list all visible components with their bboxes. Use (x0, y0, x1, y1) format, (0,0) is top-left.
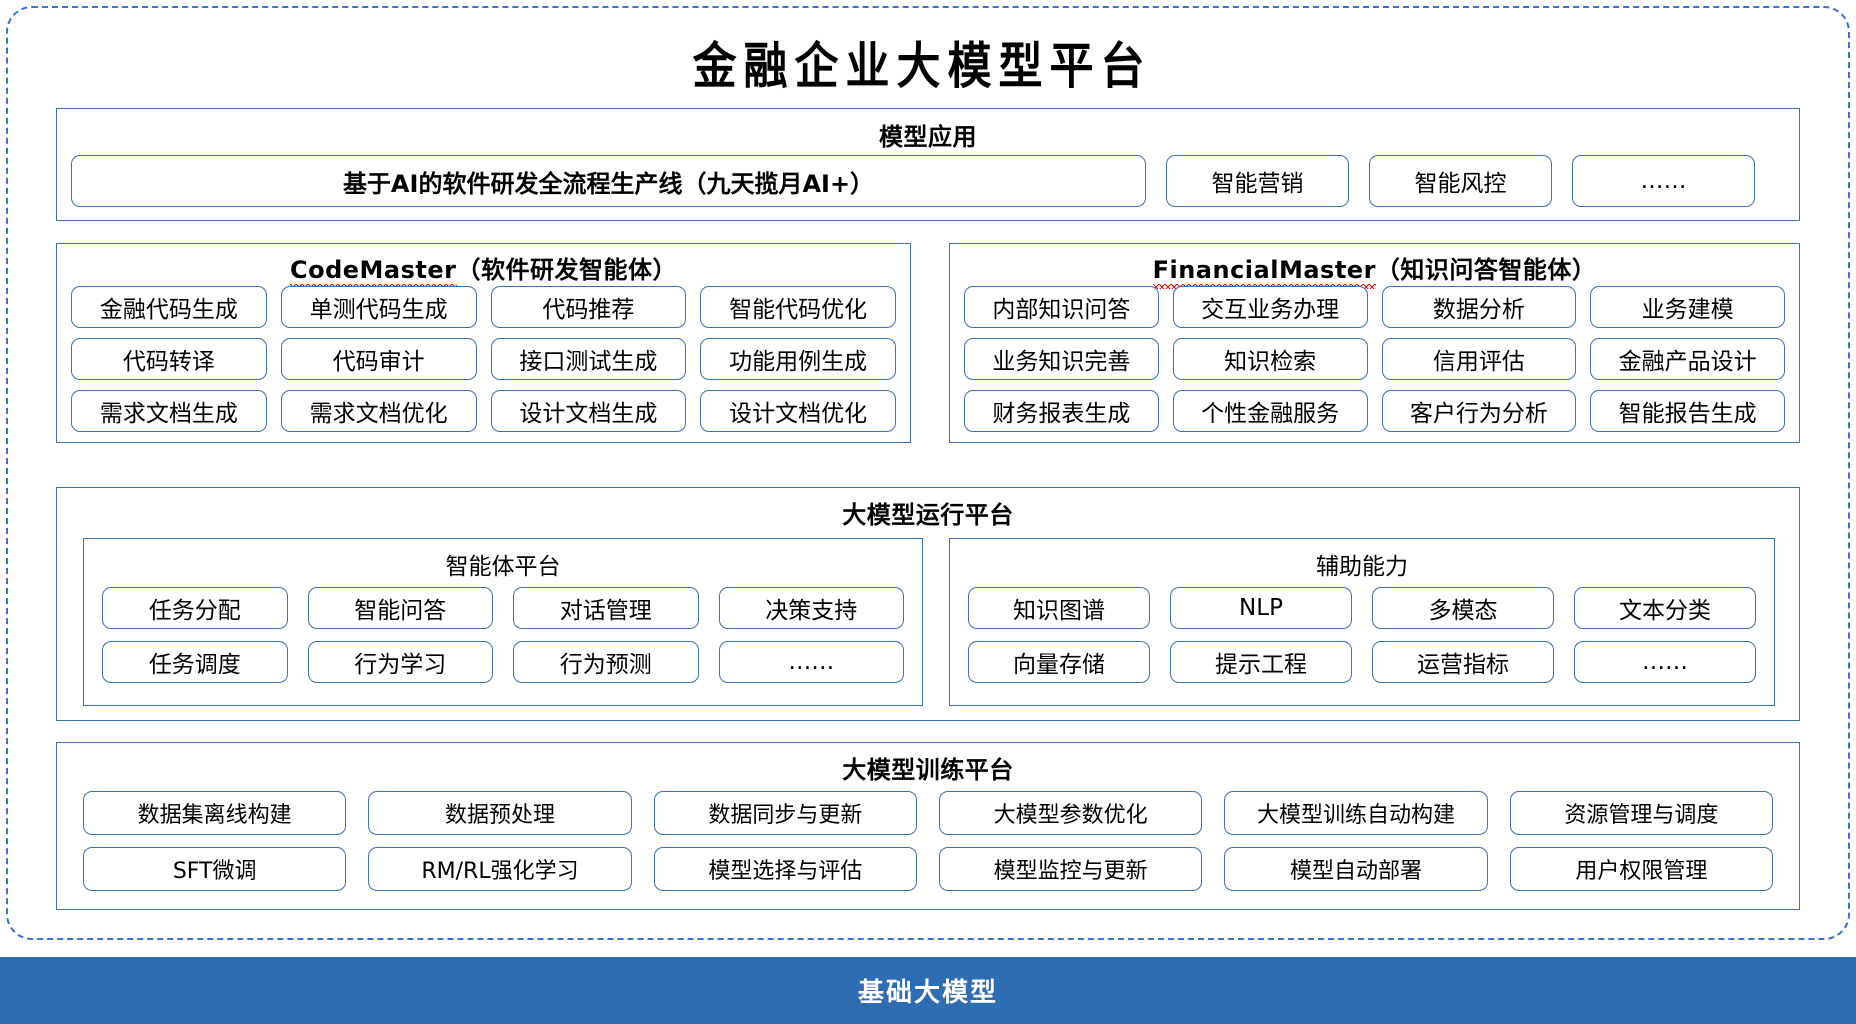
chip-financialmaster-2[interactable]: 数据分析 (1381, 286, 1577, 328)
subsection-auxiliary-capability: 辅助能力 知识图谱 NLP 多模态 文本分类 向量存储 提示工程 运营指标 …… (949, 538, 1775, 706)
chip-training-7[interactable]: RM/RL强化学习 (368, 847, 632, 891)
section-training-platform: 大模型训练平台 数据集离线构建 数据预处理 数据同步与更新 大模型参数优化 大模… (56, 742, 1800, 910)
chip-financialmaster-1[interactable]: 交互业务办理 (1172, 286, 1368, 328)
chip-training-5[interactable]: 资源管理与调度 (1509, 791, 1773, 835)
section-title-runtime-platform: 大模型运行平台 (842, 501, 1014, 529)
chip-codemaster-7[interactable]: 功能用例生成 (700, 338, 896, 380)
chip-auxiliary-6[interactable]: 运营指标 (1372, 641, 1554, 683)
section-model-application: 模型应用 基于AI的软件研发全流程生产线（九天揽月AI+） 智能营销 智能风控 … (56, 108, 1800, 221)
chip-training-6[interactable]: SFT微调 (83, 847, 347, 891)
codemaster-suffix: （软件研发智能体） (456, 256, 677, 284)
chip-codemaster-4[interactable]: 代码转译 (71, 338, 267, 380)
chip-auxiliary-0[interactable]: 知识图谱 (968, 587, 1150, 629)
chip-training-0[interactable]: 数据集离线构建 (83, 791, 347, 835)
chip-agent-platform-0[interactable]: 任务分配 (102, 587, 288, 629)
codemaster-name: CodeMaster (289, 256, 457, 289)
financialmaster-capability-grid: 内部知识问答 交互业务办理 数据分析 业务建模 业务知识完善 知识检索 信用评估… (964, 286, 1785, 432)
chip-codemaster-11[interactable]: 设计文档优化 (700, 390, 896, 432)
chip-financialmaster-0[interactable]: 内部知识问答 (964, 286, 1159, 328)
chip-financialmaster-7[interactable]: 金融产品设计 (1590, 338, 1785, 380)
training-platform-grid: 数据集离线构建 数据预处理 数据同步与更新 大模型参数优化 大模型训练自动构建 … (83, 791, 1773, 891)
section-title-model-application: 模型应用 (879, 123, 977, 151)
chip-model-application-more[interactable]: …… (1572, 155, 1755, 207)
chip-auxiliary-5[interactable]: 提示工程 (1170, 641, 1352, 683)
subsection-title-agent-platform: 智能体平台 (445, 554, 561, 580)
chip-codemaster-5[interactable]: 代码审计 (280, 338, 477, 380)
codemaster-capability-grid: 金融代码生成 单测代码生成 代码推荐 智能代码优化 代码转译 代码审计 接口测试… (71, 286, 896, 432)
chip-codemaster-1[interactable]: 单测代码生成 (280, 286, 477, 328)
chip-financialmaster-9[interactable]: 个性金融服务 (1172, 390, 1368, 432)
chip-training-3[interactable]: 大模型参数优化 (939, 791, 1203, 835)
model-application-row: 基于AI的软件研发全流程生产线（九天揽月AI+） 智能营销 智能风控 …… (71, 155, 1787, 207)
chip-auxiliary-more[interactable]: …… (1574, 641, 1756, 683)
chip-training-1[interactable]: 数据预处理 (368, 791, 632, 835)
chip-agent-platform-1[interactable]: 智能问答 (307, 587, 493, 629)
chip-agent-platform-5[interactable]: 行为学习 (307, 641, 493, 683)
agent-platform-grid: 任务分配 智能问答 对话管理 决策支持 任务调度 行为学习 行为预测 …… (102, 587, 904, 683)
chip-codemaster-8[interactable]: 需求文档生成 (71, 390, 267, 432)
chip-training-9[interactable]: 模型监控与更新 (939, 847, 1203, 891)
chip-ai-software-pipeline[interactable]: 基于AI的软件研发全流程生产线（九天揽月AI+） (71, 155, 1146, 207)
chip-financialmaster-5[interactable]: 知识检索 (1172, 338, 1368, 380)
chip-agent-platform-more[interactable]: …… (718, 641, 904, 683)
chip-training-11[interactable]: 用户权限管理 (1509, 847, 1773, 891)
chip-training-2[interactable]: 数据同步与更新 (653, 791, 917, 835)
chip-intelligent-marketing[interactable]: 智能营销 (1166, 155, 1349, 207)
chip-agent-platform-3[interactable]: 决策支持 (718, 587, 904, 629)
chip-financialmaster-6[interactable]: 信用评估 (1381, 338, 1577, 380)
page-title: 金融企业大模型平台 (692, 38, 1152, 96)
section-title-financialmaster: FinancialMaster（知识问答智能体） (950, 250, 1799, 289)
chip-auxiliary-3[interactable]: 文本分类 (1574, 587, 1756, 629)
subsection-agent-platform: 智能体平台 任务分配 智能问答 对话管理 决策支持 任务调度 行为学习 行为预测… (83, 538, 923, 706)
chip-auxiliary-2[interactable]: 多模态 (1372, 587, 1554, 629)
section-financialmaster: FinancialMaster（知识问答智能体） 内部知识问答 交互业务办理 数… (949, 243, 1800, 443)
chip-training-8[interactable]: 模型选择与评估 (653, 847, 917, 891)
chip-agent-platform-2[interactable]: 对话管理 (513, 587, 699, 629)
subsection-title-auxiliary-capability: 辅助能力 (1316, 554, 1408, 580)
chip-financialmaster-3[interactable]: 业务建模 (1590, 286, 1785, 328)
section-title-training-platform: 大模型训练平台 (842, 756, 1014, 784)
section-runtime-platform: 大模型运行平台 智能体平台 任务分配 智能问答 对话管理 决策支持 任务调度 行… (56, 487, 1800, 721)
chip-financialmaster-11[interactable]: 智能报告生成 (1590, 390, 1785, 432)
chip-codemaster-0[interactable]: 金融代码生成 (71, 286, 267, 328)
chip-codemaster-2[interactable]: 代码推荐 (490, 286, 687, 328)
chip-auxiliary-4[interactable]: 向量存储 (968, 641, 1150, 683)
auxiliary-capability-grid: 知识图谱 NLP 多模态 文本分类 向量存储 提示工程 运营指标 …… (968, 587, 1756, 683)
chip-agent-platform-6[interactable]: 行为预测 (513, 641, 699, 683)
section-title-codemaster: CodeMaster（软件研发智能体） (57, 250, 910, 289)
financialmaster-suffix: （知识问答智能体） (1375, 256, 1597, 284)
footer-label: 基础大模型 (857, 978, 998, 1008)
chip-training-4[interactable]: 大模型训练自动构建 (1224, 791, 1488, 835)
chip-auxiliary-1[interactable]: NLP (1170, 587, 1352, 629)
footer-foundation-model-bar: 基础大模型 (0, 957, 1856, 1024)
chip-codemaster-10[interactable]: 设计文档生成 (490, 390, 687, 432)
chip-intelligent-risk-control[interactable]: 智能风控 (1369, 155, 1552, 207)
chip-training-10[interactable]: 模型自动部署 (1224, 847, 1488, 891)
chip-financialmaster-8[interactable]: 财务报表生成 (964, 390, 1159, 432)
chip-codemaster-9[interactable]: 需求文档优化 (280, 390, 477, 432)
chip-financialmaster-4[interactable]: 业务知识完善 (964, 338, 1159, 380)
chip-codemaster-6[interactable]: 接口测试生成 (490, 338, 687, 380)
financialmaster-name: FinancialMaster (1152, 256, 1377, 289)
chip-financialmaster-10[interactable]: 客户行为分析 (1381, 390, 1577, 432)
section-codemaster: CodeMaster（软件研发智能体） 金融代码生成 单测代码生成 代码推荐 智… (56, 243, 911, 443)
chip-agent-platform-4[interactable]: 任务调度 (102, 641, 288, 683)
chip-codemaster-3[interactable]: 智能代码优化 (700, 286, 896, 328)
